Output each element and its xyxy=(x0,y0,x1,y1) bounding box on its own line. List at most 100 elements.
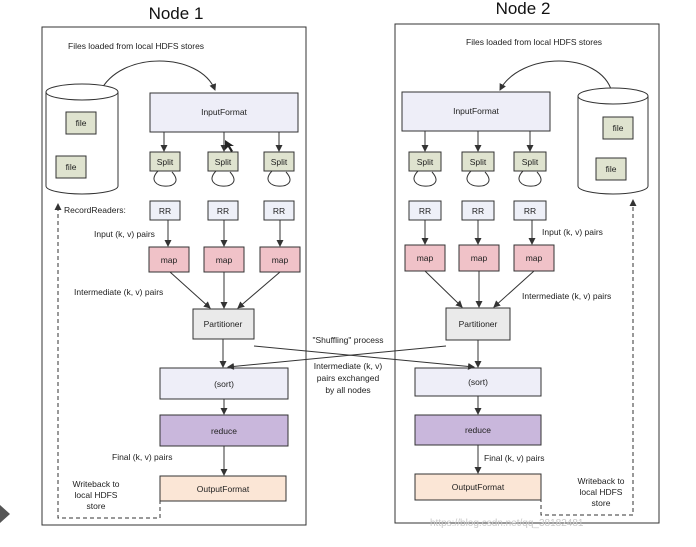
svg-text:Split: Split xyxy=(157,157,174,167)
node1-map-3 xyxy=(259,246,301,273)
node1-file-2 xyxy=(55,155,87,179)
node1-rr-3 xyxy=(263,200,295,221)
svg-text:Partitioner: Partitioner xyxy=(459,319,498,329)
node2-sort xyxy=(414,367,542,397)
node1-split-2 xyxy=(207,151,239,172)
svg-text:RR: RR xyxy=(472,206,484,216)
shuffle-arrow-node1-to-node2 xyxy=(253,345,475,370)
svg-text:reduce: reduce xyxy=(465,425,491,435)
svg-text:reduce: reduce xyxy=(211,426,237,436)
node2-final-pairs-label: Final (k, v) pairs xyxy=(484,453,544,463)
node1-splits: Split Split Split xyxy=(149,132,295,187)
svg-text:Split: Split xyxy=(417,157,434,167)
svg-text:RR: RR xyxy=(273,206,285,216)
play-icon[interactable] xyxy=(0,505,10,523)
node2-writeback-label: Writeback to local HDFS store xyxy=(577,476,624,508)
svg-text:file: file xyxy=(613,123,624,133)
node1-files-loaded: Files loaded from local HDFS stores xyxy=(68,41,204,51)
node1-sort xyxy=(159,367,289,400)
svg-text:local HDFS: local HDFS xyxy=(580,487,623,497)
node1-inputformat xyxy=(149,92,299,133)
node1-writeback-label: Writeback to local HDFS store xyxy=(72,479,119,511)
node1-file-1 xyxy=(65,111,97,135)
node1-maps: map map map xyxy=(148,246,301,309)
svg-text:OutputFormat: OutputFormat xyxy=(197,484,250,494)
node1-load-arrow xyxy=(99,60,217,93)
node2-intermediate-pairs-label: Intermediate (k, v) pairs xyxy=(522,291,611,301)
node1-final-pairs-label: Final (k, v) pairs xyxy=(112,452,172,462)
svg-text:pairs exchanged: pairs exchanged xyxy=(317,373,380,383)
svg-text:file: file xyxy=(606,164,617,174)
svg-text:store: store xyxy=(87,501,106,511)
node1-record-readers-label: RecordReaders: xyxy=(64,205,126,215)
shuffle-description: Intermediate (k, v) pairs exchanged by a… xyxy=(314,361,383,395)
shuffle-title: "Shuffling" process xyxy=(312,335,383,345)
svg-text:file: file xyxy=(76,118,87,128)
svg-text:Writeback to: Writeback to xyxy=(72,479,119,489)
svg-text:RR: RR xyxy=(524,206,536,216)
node1-split-1 xyxy=(149,151,181,172)
svg-text:(sort): (sort) xyxy=(468,377,488,387)
svg-text:by all nodes: by all nodes xyxy=(325,385,370,395)
svg-text:file: file xyxy=(66,162,77,172)
cursor-icon xyxy=(225,140,234,152)
node2-file-2 xyxy=(595,157,627,181)
node2-rr-3 xyxy=(513,200,547,221)
node1-partitioner xyxy=(192,308,255,340)
svg-text:local HDFS: local HDFS xyxy=(75,490,118,500)
svg-text:Partitioner: Partitioner xyxy=(204,319,243,329)
svg-text:OutputFormat: OutputFormat xyxy=(452,482,505,492)
node2-splits: Split Split Split xyxy=(408,131,547,187)
node2-split-3 xyxy=(513,151,547,172)
node2-hdfs-disk: file file xyxy=(577,87,649,195)
node2-writeback-arrow xyxy=(540,199,637,516)
svg-text:Intermediate (k, v): Intermediate (k, v) xyxy=(314,361,383,371)
svg-text:InputFormat: InputFormat xyxy=(453,106,499,116)
node2-maps: map map map xyxy=(404,244,555,308)
node2-file-1 xyxy=(602,116,634,140)
svg-text:map: map xyxy=(471,253,488,263)
node1-map-1 xyxy=(148,246,190,273)
node2-input-pairs-label: Input (k, v) pairs xyxy=(542,227,603,237)
node2-load-arrow xyxy=(499,60,613,93)
node1-split-3 xyxy=(263,151,295,172)
node2-outputformat xyxy=(414,473,542,501)
node2-split-1 xyxy=(408,151,442,172)
node1-outputformat xyxy=(159,475,287,502)
node1-input-pairs-label: Input (k, v) pairs xyxy=(94,229,155,239)
svg-text:Writeback to: Writeback to xyxy=(577,476,624,486)
node2-reduce xyxy=(414,414,542,446)
node2-split-2 xyxy=(461,151,495,172)
node2-title: Node 2 xyxy=(496,0,551,18)
svg-text:RR: RR xyxy=(217,206,229,216)
svg-text:Split: Split xyxy=(215,157,232,167)
node1-writeback-arrow xyxy=(54,203,161,519)
node2-inputformat xyxy=(401,91,551,132)
svg-text:(sort): (sort) xyxy=(214,379,234,389)
node1-rr-2 xyxy=(207,200,239,221)
node1-rr-1 xyxy=(149,200,181,221)
svg-text:map: map xyxy=(417,253,434,263)
node1-hdfs-disk: file file xyxy=(45,83,119,195)
svg-text:map: map xyxy=(526,253,543,263)
node1-reduce xyxy=(159,414,289,447)
svg-text:RR: RR xyxy=(159,206,171,216)
svg-text:map: map xyxy=(216,255,233,265)
watermark: https://blog.csdn.net/qq_38182481 xyxy=(430,518,584,529)
shuffle-arrow-node2-to-node1 xyxy=(227,345,447,370)
node1-inputformat-label: InputFormat xyxy=(201,107,247,117)
node1-title: Node 1 xyxy=(149,4,204,23)
svg-text:map: map xyxy=(161,255,178,265)
node1-intermediate-pairs-label: Intermediate (k, v) pairs xyxy=(74,287,163,297)
node2-record-readers: RR RR RR xyxy=(408,200,547,245)
svg-text:Split: Split xyxy=(271,157,288,167)
node2-files-loaded: Files loaded from local HDFS stores xyxy=(466,37,602,47)
node1-record-readers: RR RR RR xyxy=(149,200,295,247)
svg-text:RR: RR xyxy=(419,206,431,216)
svg-text:Split: Split xyxy=(522,157,539,167)
svg-text:map: map xyxy=(272,255,289,265)
svg-text:Split: Split xyxy=(470,157,487,167)
svg-text:store: store xyxy=(592,498,611,508)
